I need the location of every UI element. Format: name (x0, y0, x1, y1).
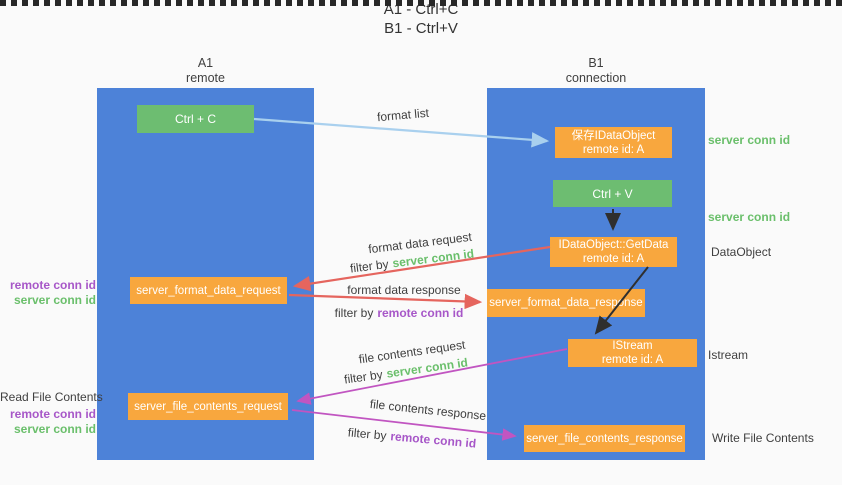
lane-a1-subtitle: remote (186, 71, 225, 85)
node-istream-line1: IStream (612, 340, 653, 352)
remote-conn-id-text: remote conn id (389, 429, 477, 451)
node-idataobject-getdata-line2: remote id: A (582, 253, 645, 265)
lane-a1-name: A1 (197, 56, 214, 70)
right-label-istream: Istream (708, 348, 749, 362)
left-label-server-conn-id-bottom: server conn id (13, 422, 96, 436)
node-ctrl-c-label: Ctrl + C (174, 112, 216, 126)
lane-b1-subtitle: connection (565, 71, 627, 85)
node-server-file-contents-request-label: server_file_contents_request (134, 400, 282, 413)
filter-by-text: filter by (349, 256, 390, 276)
left-label-remote-conn-id-bottom: remote conn id (9, 407, 96, 421)
lane-b1-header: B1 connection (487, 56, 705, 86)
left-label-remote-conn-id-top: remote conn id (9, 278, 96, 292)
right-label-dataobject: DataObject (711, 245, 772, 259)
left-label-read-file-contents: Read File Contents (0, 390, 103, 404)
right-label-write-file-contents: Write File Contents (712, 431, 814, 445)
lane-a1-header: A1 remote (97, 56, 314, 86)
node-server-format-data-request: server_format_data_request (130, 277, 287, 304)
node-istream: IStream remote id: A (568, 339, 697, 367)
node-ctrl-v: Ctrl + V (553, 180, 672, 207)
node-server-file-contents-request: server_file_contents_request (128, 393, 288, 420)
right-label-server-conn-id-mid: server conn id (708, 210, 791, 224)
filter-by-text: filter by (343, 367, 384, 387)
node-idataobject-getdata-line1: IDataObject::GetData (558, 239, 669, 251)
node-save-dataobject-line1: 保存IDataObject (571, 129, 656, 142)
node-server-file-contents-response: server_file_contents_response (524, 425, 685, 452)
node-server-file-contents-response-label: server_file_contents_response (526, 432, 683, 445)
node-save-dataobject-line2: remote id: A (582, 143, 645, 156)
node-save-dataobject: 保存IDataObject remote id: A (555, 127, 672, 158)
node-server-format-data-request-label: server_format_data_request (136, 284, 281, 297)
left-label-server-conn-id-top: server conn id (13, 293, 96, 307)
label-format-list: format list (376, 105, 430, 125)
title-line-2: B1 - Ctrl+V (384, 20, 458, 37)
node-ctrl-c: Ctrl + C (137, 105, 254, 133)
right-label-server-conn-id-top: server conn id (708, 133, 791, 147)
remote-conn-id-text: remote conn id (377, 306, 464, 320)
label-format-data-response: format data response (347, 283, 461, 297)
node-idataobject-getdata: IDataObject::GetData remote id: A (550, 237, 677, 267)
node-istream-line2: remote id: A (601, 354, 664, 366)
lane-b1-name: B1 (588, 56, 604, 70)
node-server-format-data-response-label: server_format_data_response (489, 297, 643, 309)
filter-by-text: filter by (334, 306, 374, 320)
dotted-divider-line (0, 0, 842, 6)
filter-by-text: filter by (347, 425, 388, 443)
label-file-contents-response: file contents response (369, 396, 487, 424)
node-server-format-data-response: server_format_data_response (487, 289, 645, 317)
node-ctrl-v-label: Ctrl + V (592, 186, 633, 201)
